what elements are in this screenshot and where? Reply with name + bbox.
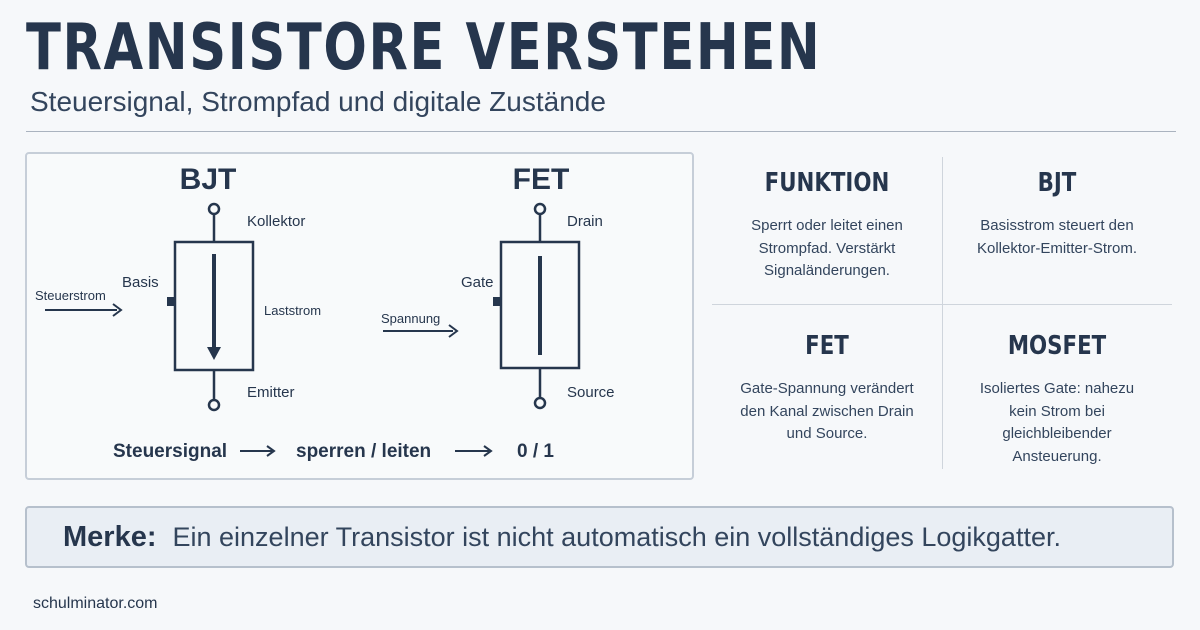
- info-text-mosfet: Isoliertes Gate: nahezu kein Strom bei g…: [979, 380, 1135, 465]
- bjt-collector-label: Kollektor: [247, 213, 305, 230]
- flow-step-signal: Steuersignal: [113, 441, 227, 462]
- fet-title: FET: [513, 163, 570, 196]
- grid-divider-vertical: [942, 157, 943, 469]
- fet-gate-connector: [493, 297, 501, 306]
- bjt-symbol: [45, 202, 255, 412]
- flow-step-switch: sperren / leiten: [296, 441, 431, 462]
- info-text-bjt: Basisstrom steuert den Kollektor-Emitter…: [976, 217, 1138, 257]
- fet-gate-label: Gate: [461, 274, 494, 291]
- info-cell-funktion: FUNKTION Sperrt oder leitet einen Stromp…: [712, 157, 942, 307]
- bjt-input-label: Steuerstrom: [35, 288, 106, 303]
- bjt-collector-terminal: [207, 202, 221, 216]
- fet-input-label: Spannung: [381, 311, 440, 326]
- fet-source-terminal: [533, 396, 547, 410]
- bjt-emitter-label: Emitter: [247, 384, 295, 401]
- info-heading-mosfet: MOSFET: [1007, 331, 1107, 361]
- fet-source-label: Source: [567, 384, 615, 401]
- info-text-funktion: Sperrt oder leitet einen Strompfad. Vers…: [751, 217, 903, 279]
- page-subtitle: Steuersignal, Strompfad und digitale Zus…: [30, 86, 606, 117]
- flow-step-binary: 0 / 1: [517, 441, 554, 462]
- transistor-diagram-panel: BJT Kollektor Basis Steuerstrom Laststro…: [25, 152, 694, 480]
- fet-drain-label: Drain: [567, 213, 603, 230]
- bjt-base-connector: [167, 297, 175, 306]
- info-grid: FUNKTION Sperrt oder leitet einen Stromp…: [712, 157, 1172, 469]
- info-heading-bjt: BJT: [1037, 168, 1077, 198]
- grid-divider-horizontal: [712, 304, 1172, 305]
- bjt-current-arrowhead: [207, 347, 221, 360]
- remember-note: Merke: Ein einzelner Transistor ist nich…: [25, 506, 1174, 568]
- info-cell-fet: FET Gate-Spannung verändert den Kanal zw…: [712, 320, 942, 470]
- page-title: TRANSISTORE VERSTEHEN: [26, 11, 822, 85]
- transistor-diagram: BJT Kollektor Basis Steuerstrom Laststro…: [35, 163, 615, 462]
- flow-arrows: [240, 445, 493, 457]
- bjt-title: BJT: [180, 163, 237, 196]
- bjt-base-label: Basis: [122, 274, 159, 291]
- info-cell-bjt: BJT Basisstrom steuert den Kollektor-Emi…: [942, 157, 1172, 307]
- flow-arrow-2-head: [483, 445, 493, 457]
- info-text-fet: Gate-Spannung verändert den Kanal zwisch…: [740, 380, 914, 442]
- remember-text: Ein einzelner Transistor ist nicht autom…: [172, 521, 1061, 552]
- bjt-input-arrowhead: [112, 303, 123, 317]
- flow-arrow-1-head: [266, 445, 276, 457]
- bjt-load-label: Laststrom: [264, 303, 321, 318]
- fet-input-arrowhead: [448, 324, 459, 338]
- info-heading-fet: FET: [805, 331, 849, 361]
- footer-site: schulminator.com: [33, 595, 158, 612]
- remember-label: Merke:: [63, 520, 157, 553]
- info-cell-mosfet: MOSFET Isoliertes Gate: nahezu kein Stro…: [942, 320, 1172, 470]
- header-divider: [26, 131, 1176, 132]
- bjt-emitter-terminal: [207, 398, 221, 412]
- info-heading-funktion: FUNKTION: [764, 168, 890, 198]
- fet-drain-terminal: [533, 202, 547, 216]
- fet-symbol: [383, 202, 581, 410]
